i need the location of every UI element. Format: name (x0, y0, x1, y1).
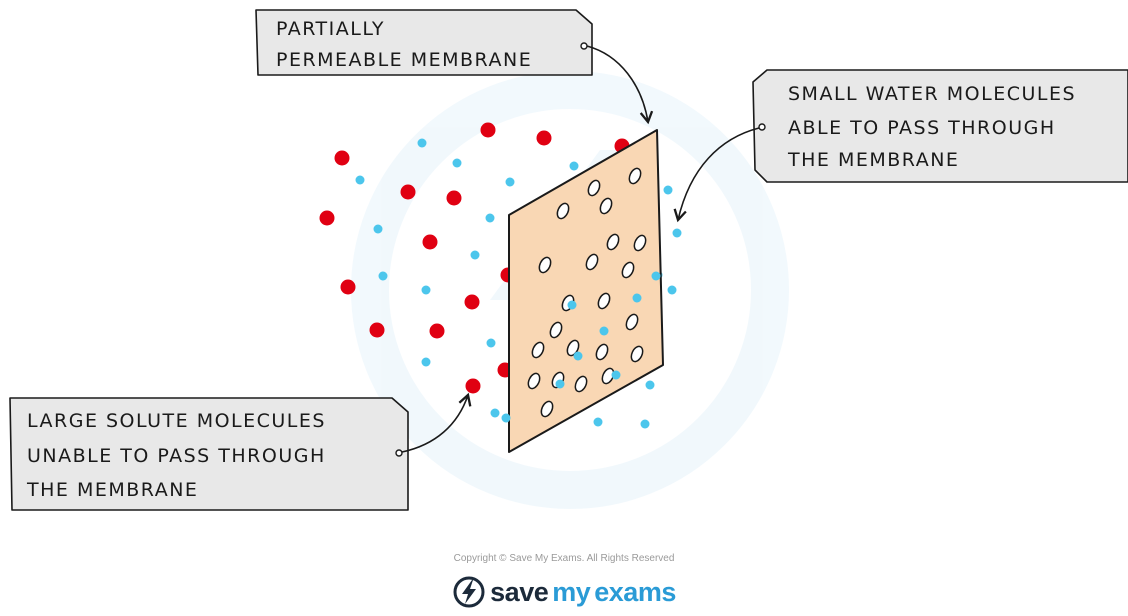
membrane-label: PARTIALLY PERMEABLE MEMBRANE (255, 9, 593, 76)
water-molecule (569, 161, 579, 171)
membrane-pore (630, 345, 644, 363)
membrane-label-line1: PARTIALLY (276, 18, 385, 40)
solute-molecule (446, 190, 462, 206)
solute-molecule (480, 122, 496, 138)
water-molecule (567, 300, 577, 310)
membrane-arrow (586, 45, 654, 125)
membrane-pore (574, 375, 588, 393)
water-molecule (632, 293, 642, 303)
membrane-pore (531, 341, 545, 359)
water-molecule (421, 357, 431, 367)
membrane-pore (595, 343, 609, 361)
water-molecule (593, 417, 603, 427)
solute-molecule (536, 130, 552, 146)
solute-molecule (464, 294, 480, 310)
water-arrow (673, 127, 760, 223)
water-molecule (651, 271, 661, 281)
lightning-bolt-icon (453, 576, 485, 608)
water-molecule (490, 408, 500, 418)
solute-molecule (400, 184, 416, 200)
water-molecule (505, 177, 515, 187)
water-molecule (555, 379, 565, 389)
solute-molecule (334, 150, 350, 166)
membrane-pore (540, 400, 554, 418)
molecules-behind-membrane (319, 122, 682, 429)
brand-word-exams: exams (594, 576, 676, 607)
membrane-sheet (508, 129, 664, 453)
water-molecule (672, 228, 682, 238)
solute-molecule (340, 279, 356, 295)
membrane-pore (597, 292, 611, 310)
solute-label: LARGE SOLUTE MOLECULES UNABLE TO PASS TH… (9, 397, 409, 511)
membrane-pores (527, 167, 647, 418)
membrane-pore (527, 372, 541, 390)
solute-arrow (401, 392, 472, 453)
water-label-line2: ABLE TO PASS THROUGH (788, 117, 1056, 139)
copyright-notice: Copyright © Save My Exams. All Rights Re… (453, 553, 675, 564)
water-molecule (421, 285, 431, 295)
water-molecule (663, 185, 673, 195)
brand-word-save: save (490, 576, 549, 607)
water-molecule (611, 370, 621, 380)
water-molecule (599, 326, 609, 336)
membrane-pore (628, 167, 642, 185)
water-label-line3: THE MEMBRANE (787, 149, 959, 171)
water-molecule (573, 351, 583, 361)
solute-molecule (319, 210, 335, 226)
solute-molecule (369, 322, 385, 338)
membrane-pore (587, 179, 601, 197)
brand-logo: save my exams (0, 572, 1128, 612)
solute-label-line1: LARGE SOLUTE MOLECULES (27, 410, 326, 432)
membrane-pore (633, 234, 647, 252)
membrane-pore (625, 313, 639, 331)
water-molecule (485, 213, 495, 223)
water-molecule (452, 158, 462, 168)
water-molecule (378, 271, 388, 281)
membrane-pore (621, 261, 635, 279)
water-molecule (470, 250, 480, 260)
molecules-in-front (501, 271, 661, 423)
water-label: SMALL WATER MOLECULES ABLE TO PASS THROU… (752, 69, 1128, 183)
membrane-pore (566, 339, 580, 357)
water-molecule (501, 413, 511, 423)
membrane-pore (556, 202, 570, 220)
water-molecule (486, 338, 496, 348)
brand-word-my: my (552, 576, 591, 607)
membrane-pore (549, 321, 563, 339)
membrane-pore (599, 197, 613, 215)
membrane-label-line2: PERMEABLE MEMBRANE (276, 49, 532, 71)
water-molecule (645, 380, 655, 390)
membrane-pore (606, 233, 620, 251)
solute-molecule (422, 234, 438, 250)
solute-label-line3: THE MEMBRANE (26, 479, 198, 501)
solute-molecule (429, 323, 445, 339)
membrane-pore (601, 367, 615, 385)
water-molecule (373, 224, 383, 234)
water-label-line1: SMALL WATER MOLECULES (788, 83, 1076, 105)
membrane-pore (585, 253, 599, 271)
water-molecule (667, 285, 677, 295)
water-molecule (417, 138, 427, 148)
solute-label-line2: UNABLE TO PASS THROUGH (27, 445, 326, 467)
water-molecule (640, 419, 650, 429)
water-molecule (355, 175, 365, 185)
membrane-pore (538, 256, 552, 274)
solute-molecule (465, 378, 481, 394)
